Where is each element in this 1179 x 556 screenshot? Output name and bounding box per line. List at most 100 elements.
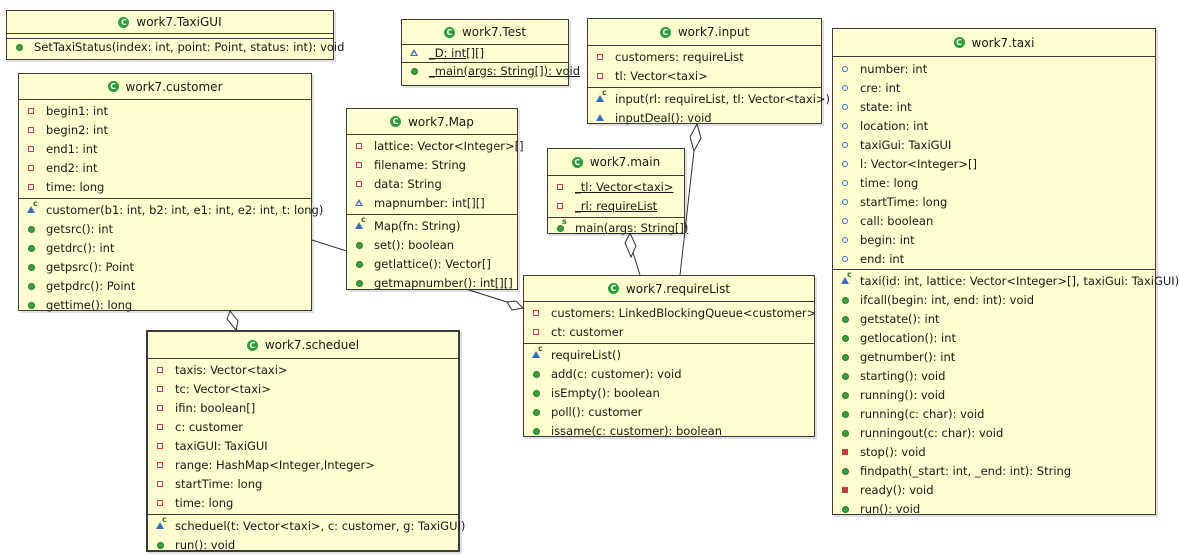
- class-taxi[interactable]: C work7.taxi number: int cre: int state:…: [832, 28, 1179, 518]
- private-icon: [354, 178, 366, 190]
- field-row[interactable]: end: int: [833, 249, 1155, 268]
- class-main[interactable]: C work7.main _tl: Vector<taxi> _rl: requ…: [547, 148, 688, 235]
- field-row[interactable]: end1: int: [19, 139, 311, 158]
- field-row[interactable]: time: long: [148, 493, 458, 512]
- class-input[interactable]: C work7.input customers: requireList tl:…: [587, 18, 830, 127]
- method-row[interactable]: stop(): void: [833, 442, 1155, 461]
- method-row[interactable]: starting(): void: [833, 366, 1155, 385]
- method-row[interactable]: main(args: String[]): [548, 217, 688, 236]
- method-text: inputDeal(): void: [615, 110, 712, 125]
- class-icon: C: [443, 26, 455, 38]
- public-icon: [840, 82, 852, 94]
- field-row[interactable]: c: customer: [148, 417, 458, 436]
- method-row[interactable]: getsrc(): int: [19, 219, 311, 238]
- class-taxigui[interactable]: C work7.TaxiGUI SetTaxiStatus(index: int…: [6, 10, 344, 60]
- class-test[interactable]: C work7.Test _D: int[][] _main(args: Str…: [401, 19, 580, 86]
- field-row[interactable]: begin2: int: [19, 120, 311, 139]
- method-text: Map(fn: String): [374, 218, 461, 233]
- field-row[interactable]: taxiGui: TaxiGUI: [833, 135, 1155, 154]
- method-row[interactable]: inputDeal(): void: [588, 108, 821, 127]
- field-row[interactable]: ifin: boolean[]: [148, 398, 458, 417]
- method-text: main(args: String[]): [575, 220, 689, 235]
- method-row[interactable]: scheduel(t: Vector<taxi>, c: customer, g…: [148, 515, 465, 535]
- field-row[interactable]: mapnumber: int[][]: [347, 193, 517, 212]
- field-row[interactable]: time: long: [19, 177, 311, 196]
- field-row[interactable]: range: HashMap<Integer,Integer>: [148, 455, 458, 474]
- method-row[interactable]: poll(): customer: [524, 402, 814, 421]
- field-row[interactable]: number: int: [833, 59, 1155, 78]
- field-row[interactable]: call: boolean: [833, 211, 1155, 230]
- field-row[interactable]: begin1: int: [19, 101, 311, 120]
- field-row[interactable]: customers: requireList: [588, 47, 821, 66]
- field-row[interactable]: data: String: [347, 174, 517, 193]
- method-row[interactable]: input(rl: requireList, tl: Vector<taxi>): [588, 88, 830, 108]
- methods-section: requireList() add(c: customer): void isE…: [524, 344, 814, 442]
- method-row[interactable]: customer(b1: int, b2: int, e1: int, e2: …: [19, 199, 323, 219]
- field-row[interactable]: customers: LinkedBlockingQueue<customer>: [524, 303, 816, 322]
- class-customer[interactable]: C work7.customer begin1: int begin2: int…: [18, 73, 323, 314]
- method-row[interactable]: run(): void: [148, 535, 458, 554]
- public-icon: [26, 223, 38, 235]
- method-row[interactable]: gettime(): long: [19, 295, 311, 314]
- class-map[interactable]: C work7.Map lattice: Vector<Integer>[] f…: [346, 108, 524, 292]
- field-row[interactable]: startTime: long: [833, 192, 1155, 211]
- field-row[interactable]: _tl: Vector<taxi>: [548, 177, 684, 196]
- class-icon: C: [107, 81, 119, 92]
- field-row[interactable]: time: long: [833, 173, 1155, 192]
- field-row[interactable]: tl: Vector<taxi>: [588, 66, 821, 85]
- class-scheduel[interactable]: C work7.scheduel taxis: Vector<taxi> tc:…: [146, 330, 465, 554]
- method-row[interactable]: getdrc(): int: [19, 238, 311, 257]
- field-row[interactable]: taxiGUI: TaxiGUI: [148, 436, 458, 455]
- method-row[interactable]: running(c: char): void: [833, 404, 1155, 423]
- method-row[interactable]: taxi(id: int, lattice: Vector<Integer>[]…: [833, 270, 1179, 290]
- field-row[interactable]: end2: int: [19, 158, 311, 177]
- method-row[interactable]: add(c: customer): void: [524, 364, 814, 383]
- method-row[interactable]: getlattice(): Vector[]: [347, 254, 517, 273]
- field-row[interactable]: taxis: Vector<taxi>: [148, 360, 458, 379]
- field-row[interactable]: filename: String: [347, 155, 517, 174]
- method-row[interactable]: ifcall(begin: int, end: int): void: [833, 290, 1155, 309]
- method-row[interactable]: set(): boolean: [347, 235, 517, 254]
- method-row[interactable]: run(): void: [833, 499, 1155, 518]
- methods-section: main(args: String[]): [548, 217, 688, 238]
- field-row[interactable]: tc: Vector<taxi>: [148, 379, 458, 398]
- field-row[interactable]: _D: int[][]: [402, 46, 568, 60]
- class-icon: C: [246, 339, 258, 351]
- method-row[interactable]: findpath(_start: int, _end: int): String: [833, 461, 1155, 480]
- method-row[interactable]: getlocation(): int: [833, 328, 1155, 347]
- method-row[interactable]: getpdrc(): Point: [19, 276, 311, 295]
- method-row[interactable]: getnumber(): int: [833, 347, 1155, 366]
- field-row[interactable]: lattice: Vector<Integer>[]: [347, 136, 524, 155]
- class-name: work7.TaxiGUI: [136, 15, 222, 29]
- class-icon: C: [390, 116, 402, 127]
- field-row[interactable]: startTime: long: [148, 474, 458, 493]
- method-row[interactable]: SetTaxiStatus(index: int, point: Point, …: [7, 40, 344, 54]
- class-header: C work7.input: [588, 19, 821, 46]
- private-icon: [595, 70, 607, 82]
- field-row[interactable]: state: int: [833, 97, 1155, 116]
- method-row[interactable]: ready(): void: [833, 480, 1155, 499]
- field-text: lattice: Vector<Integer>[]: [374, 138, 524, 153]
- field-row[interactable]: l: Vector<Integer>[]: [833, 154, 1155, 173]
- field-row[interactable]: ct: customer: [524, 322, 814, 341]
- method-row[interactable]: issame(c: customer): boolean: [524, 421, 814, 440]
- method-row[interactable]: isEmpty(): boolean: [524, 383, 814, 402]
- field-row[interactable]: _rl: requireList: [548, 196, 684, 215]
- method-text: run(): void: [860, 501, 921, 516]
- method-row[interactable]: running(): void: [833, 385, 1155, 404]
- field-row[interactable]: cre: int: [833, 78, 1155, 97]
- field-row[interactable]: location: int: [833, 116, 1155, 135]
- field-text: call: boolean: [860, 213, 934, 228]
- method-row[interactable]: getpsrc(): Point: [19, 257, 311, 276]
- method-row[interactable]: getmapnumber(): int[][]: [347, 273, 517, 292]
- method-row[interactable]: requireList(): [524, 344, 814, 364]
- method-row[interactable]: runningout(c: char): void: [833, 423, 1155, 442]
- method-row[interactable]: getstate(): int: [833, 309, 1155, 328]
- method-row[interactable]: Map(fn: String): [347, 215, 517, 235]
- public-icon: [354, 277, 366, 289]
- method-row[interactable]: _main(args: String[]): void: [402, 64, 580, 78]
- field-row[interactable]: begin: int: [833, 230, 1155, 249]
- public-icon: [26, 280, 38, 292]
- public-icon: [840, 408, 852, 420]
- class-requirelist[interactable]: C work7.requireList customers: LinkedBlo…: [523, 275, 816, 438]
